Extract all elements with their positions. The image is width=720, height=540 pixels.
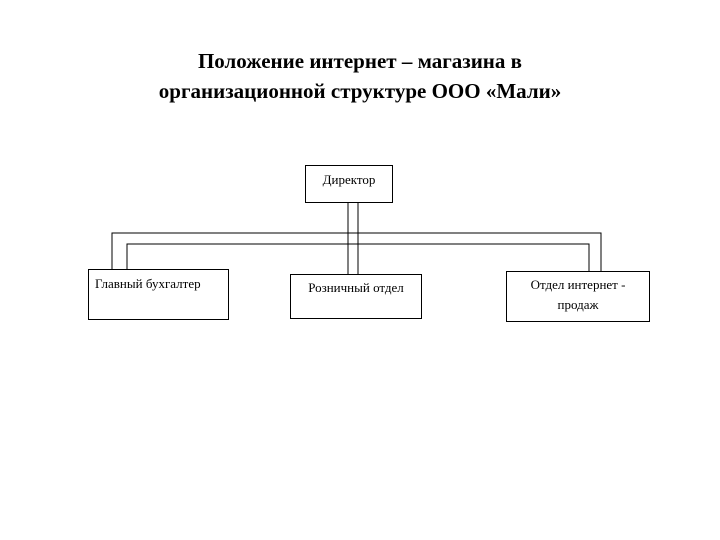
director-label: Директор [322, 172, 376, 187]
diagram-title-line-2: организационной структуре ООО «Мали» [158, 79, 562, 103]
diagram-title-line-1: Положение интернет – магазина в [197, 49, 523, 73]
retail-department-label: Розничный отдел [308, 280, 404, 295]
retail-department-node: Розничный отдел [290, 274, 422, 319]
online-sales-label-line-1: Отдел интернет - [530, 277, 626, 292]
diagram-title: Положение интернет – магазина в организа… [0, 46, 720, 106]
chief-accountant-node: Главный бухгалтер [88, 269, 229, 320]
chief-accountant-label: Главный бухгалтер [95, 276, 201, 291]
online-sales-department-node: Отдел интернет - продаж [506, 271, 650, 322]
director-node: Директор [305, 165, 393, 203]
online-sales-label-line-2: продаж [557, 297, 599, 312]
outer-bracket-connector [111, 232, 602, 271]
